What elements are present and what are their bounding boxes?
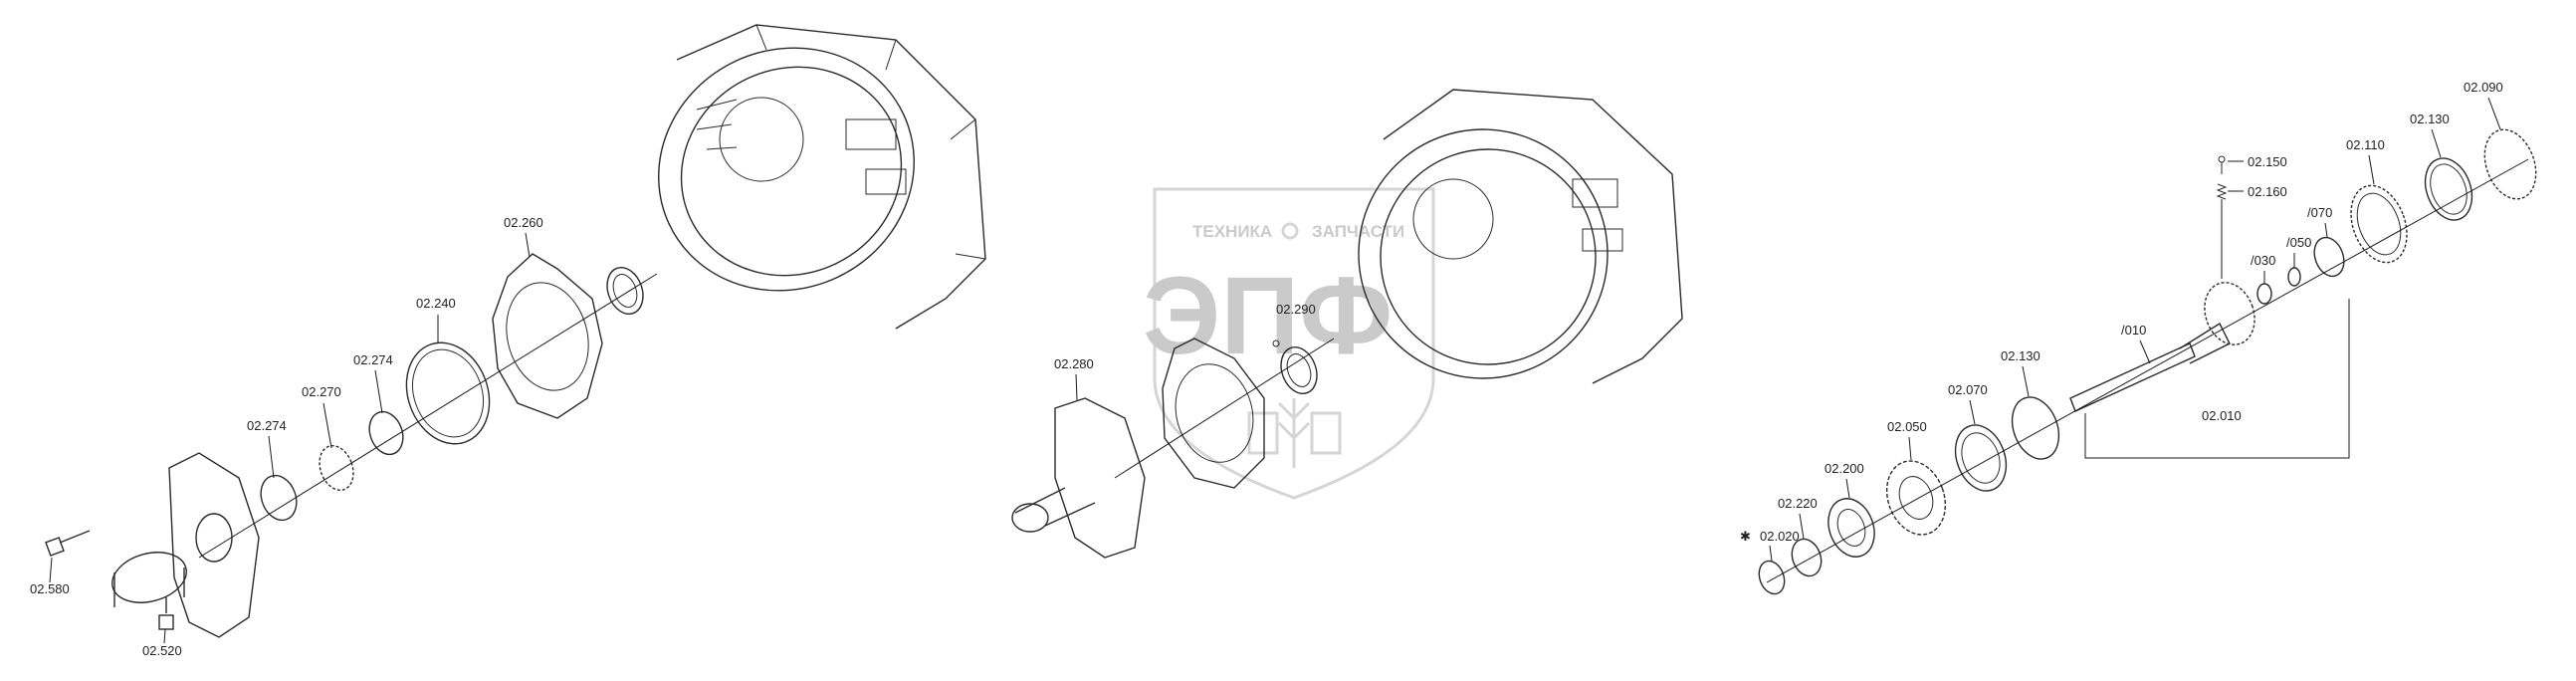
leader-02-580 bbox=[49, 557, 53, 583]
leader-070 bbox=[2324, 222, 2328, 238]
label-02-520: 02.520 bbox=[142, 643, 182, 658]
label-02-020: 02.020 bbox=[1760, 529, 1800, 544]
screw-02-150 bbox=[2218, 155, 2226, 174]
leader-02-020 bbox=[1769, 545, 1773, 562]
label-02-260: 02.260 bbox=[504, 215, 543, 230]
label-02-274-b: 02.274 bbox=[353, 352, 393, 367]
ring-02-130-b bbox=[2424, 157, 2473, 221]
label-030: /030 bbox=[2251, 253, 2275, 268]
asterisk-mark: ✱ bbox=[1740, 529, 1751, 544]
label-02-270: 02.270 bbox=[302, 384, 341, 399]
ring-030 bbox=[2256, 283, 2272, 305]
label-02-200: 02.200 bbox=[1825, 461, 1864, 476]
bearing-02-200 bbox=[1827, 498, 1875, 558]
gasket-02-260 bbox=[492, 253, 603, 419]
label-02-220: 02.220 bbox=[1778, 496, 1818, 511]
leader-02-520 bbox=[163, 628, 166, 644]
leader-02-270 bbox=[322, 402, 332, 449]
ring-02-130-a bbox=[2011, 396, 2060, 460]
leader-02-090 bbox=[2487, 97, 2501, 130]
bolt-02-520 bbox=[158, 597, 174, 630]
gear-ring-02-110 bbox=[2350, 184, 2408, 264]
clutch-housing-left bbox=[658, 24, 986, 330]
watermark-top-text-right: ЗАПЧАСТИ bbox=[1312, 222, 1404, 241]
leader-02-200 bbox=[1845, 478, 1850, 499]
label-02-050: 02.050 bbox=[1887, 419, 1927, 434]
label-050: /050 bbox=[2286, 235, 2311, 250]
leader-02-220 bbox=[1799, 513, 1805, 540]
watermark-logo-text: ЭПФ bbox=[1143, 255, 1393, 377]
clutch-housing-middle bbox=[1358, 89, 1683, 384]
snap-ring-02-020 bbox=[1758, 560, 1786, 595]
bearing-cover-left bbox=[111, 452, 260, 638]
assembly-axis-right bbox=[1766, 158, 2529, 583]
wheat-icon bbox=[1247, 398, 1342, 468]
assembly-axis-left bbox=[198, 273, 658, 559]
label-02-130-b: 02.130 bbox=[2410, 112, 2450, 126]
spring-02-160 bbox=[2216, 183, 2228, 200]
ring-050 bbox=[2287, 267, 2301, 287]
leader-02-130-b bbox=[2431, 128, 2442, 158]
leader-02-280 bbox=[1075, 373, 1078, 401]
synchro-ring-02-090 bbox=[2483, 128, 2537, 200]
input-shaft-010 bbox=[2069, 282, 2255, 412]
watermark-logo: ТЕХНИКА ЗАПЧАСТИ ЭПФ bbox=[1143, 187, 1435, 500]
leader-02-274-a bbox=[268, 435, 275, 479]
label-02-160: 02.160 bbox=[2248, 184, 2287, 199]
watermark-top-text: ТЕХНИКА bbox=[1192, 222, 1272, 241]
bracket-02-010 bbox=[2084, 299, 2350, 459]
shim-02-240 bbox=[405, 341, 491, 445]
ring-02-274-a bbox=[260, 474, 298, 522]
label-02-280: 02.280 bbox=[1054, 356, 1094, 371]
label-02-290: 02.290 bbox=[1276, 302, 1316, 317]
spring-ring-02-270 bbox=[319, 445, 354, 491]
label-02-110: 02.110 bbox=[2346, 137, 2385, 152]
leader-02-110 bbox=[2368, 154, 2375, 185]
leader-010 bbox=[2139, 340, 2151, 364]
label-02-150: 02.150 bbox=[2248, 154, 2287, 169]
leader-02-070 bbox=[1969, 399, 1976, 425]
label-070: /070 bbox=[2307, 205, 2332, 220]
gear-02-050 bbox=[1885, 460, 1947, 536]
bolt-02-580 bbox=[45, 530, 91, 557]
seal-02-290 bbox=[1272, 340, 1318, 394]
leader-02-050 bbox=[1908, 436, 1912, 461]
label-02-240: 02.240 bbox=[416, 296, 456, 311]
ring-02-274-b bbox=[368, 410, 404, 456]
synchro-ring-02-070 bbox=[1954, 424, 2008, 492]
label-02-090: 02.090 bbox=[2464, 80, 2503, 95]
assembly-axis-middle bbox=[1114, 338, 1335, 479]
label-02-274-a: 02.274 bbox=[247, 418, 287, 433]
part-labels: 02.580 02.520 02.274 02.270 02.274 02.24… bbox=[30, 80, 2503, 658]
label-02-070: 02.070 bbox=[1948, 382, 1988, 397]
gasket-middle bbox=[1162, 338, 1265, 489]
leader-02-130-a bbox=[2022, 365, 2030, 397]
label-02-010: 02.010 bbox=[2202, 408, 2242, 423]
bearing-cover-02-280 bbox=[1011, 397, 1146, 559]
seal-ring-260-side bbox=[606, 267, 644, 315]
label-010: /010 bbox=[2121, 323, 2146, 338]
ring-070 bbox=[2313, 236, 2345, 278]
leader-02-274-b bbox=[374, 369, 383, 414]
leader-02-260 bbox=[525, 232, 531, 258]
label-02-130-a: 02.130 bbox=[2001, 348, 2040, 363]
label-02-580: 02.580 bbox=[30, 581, 70, 596]
